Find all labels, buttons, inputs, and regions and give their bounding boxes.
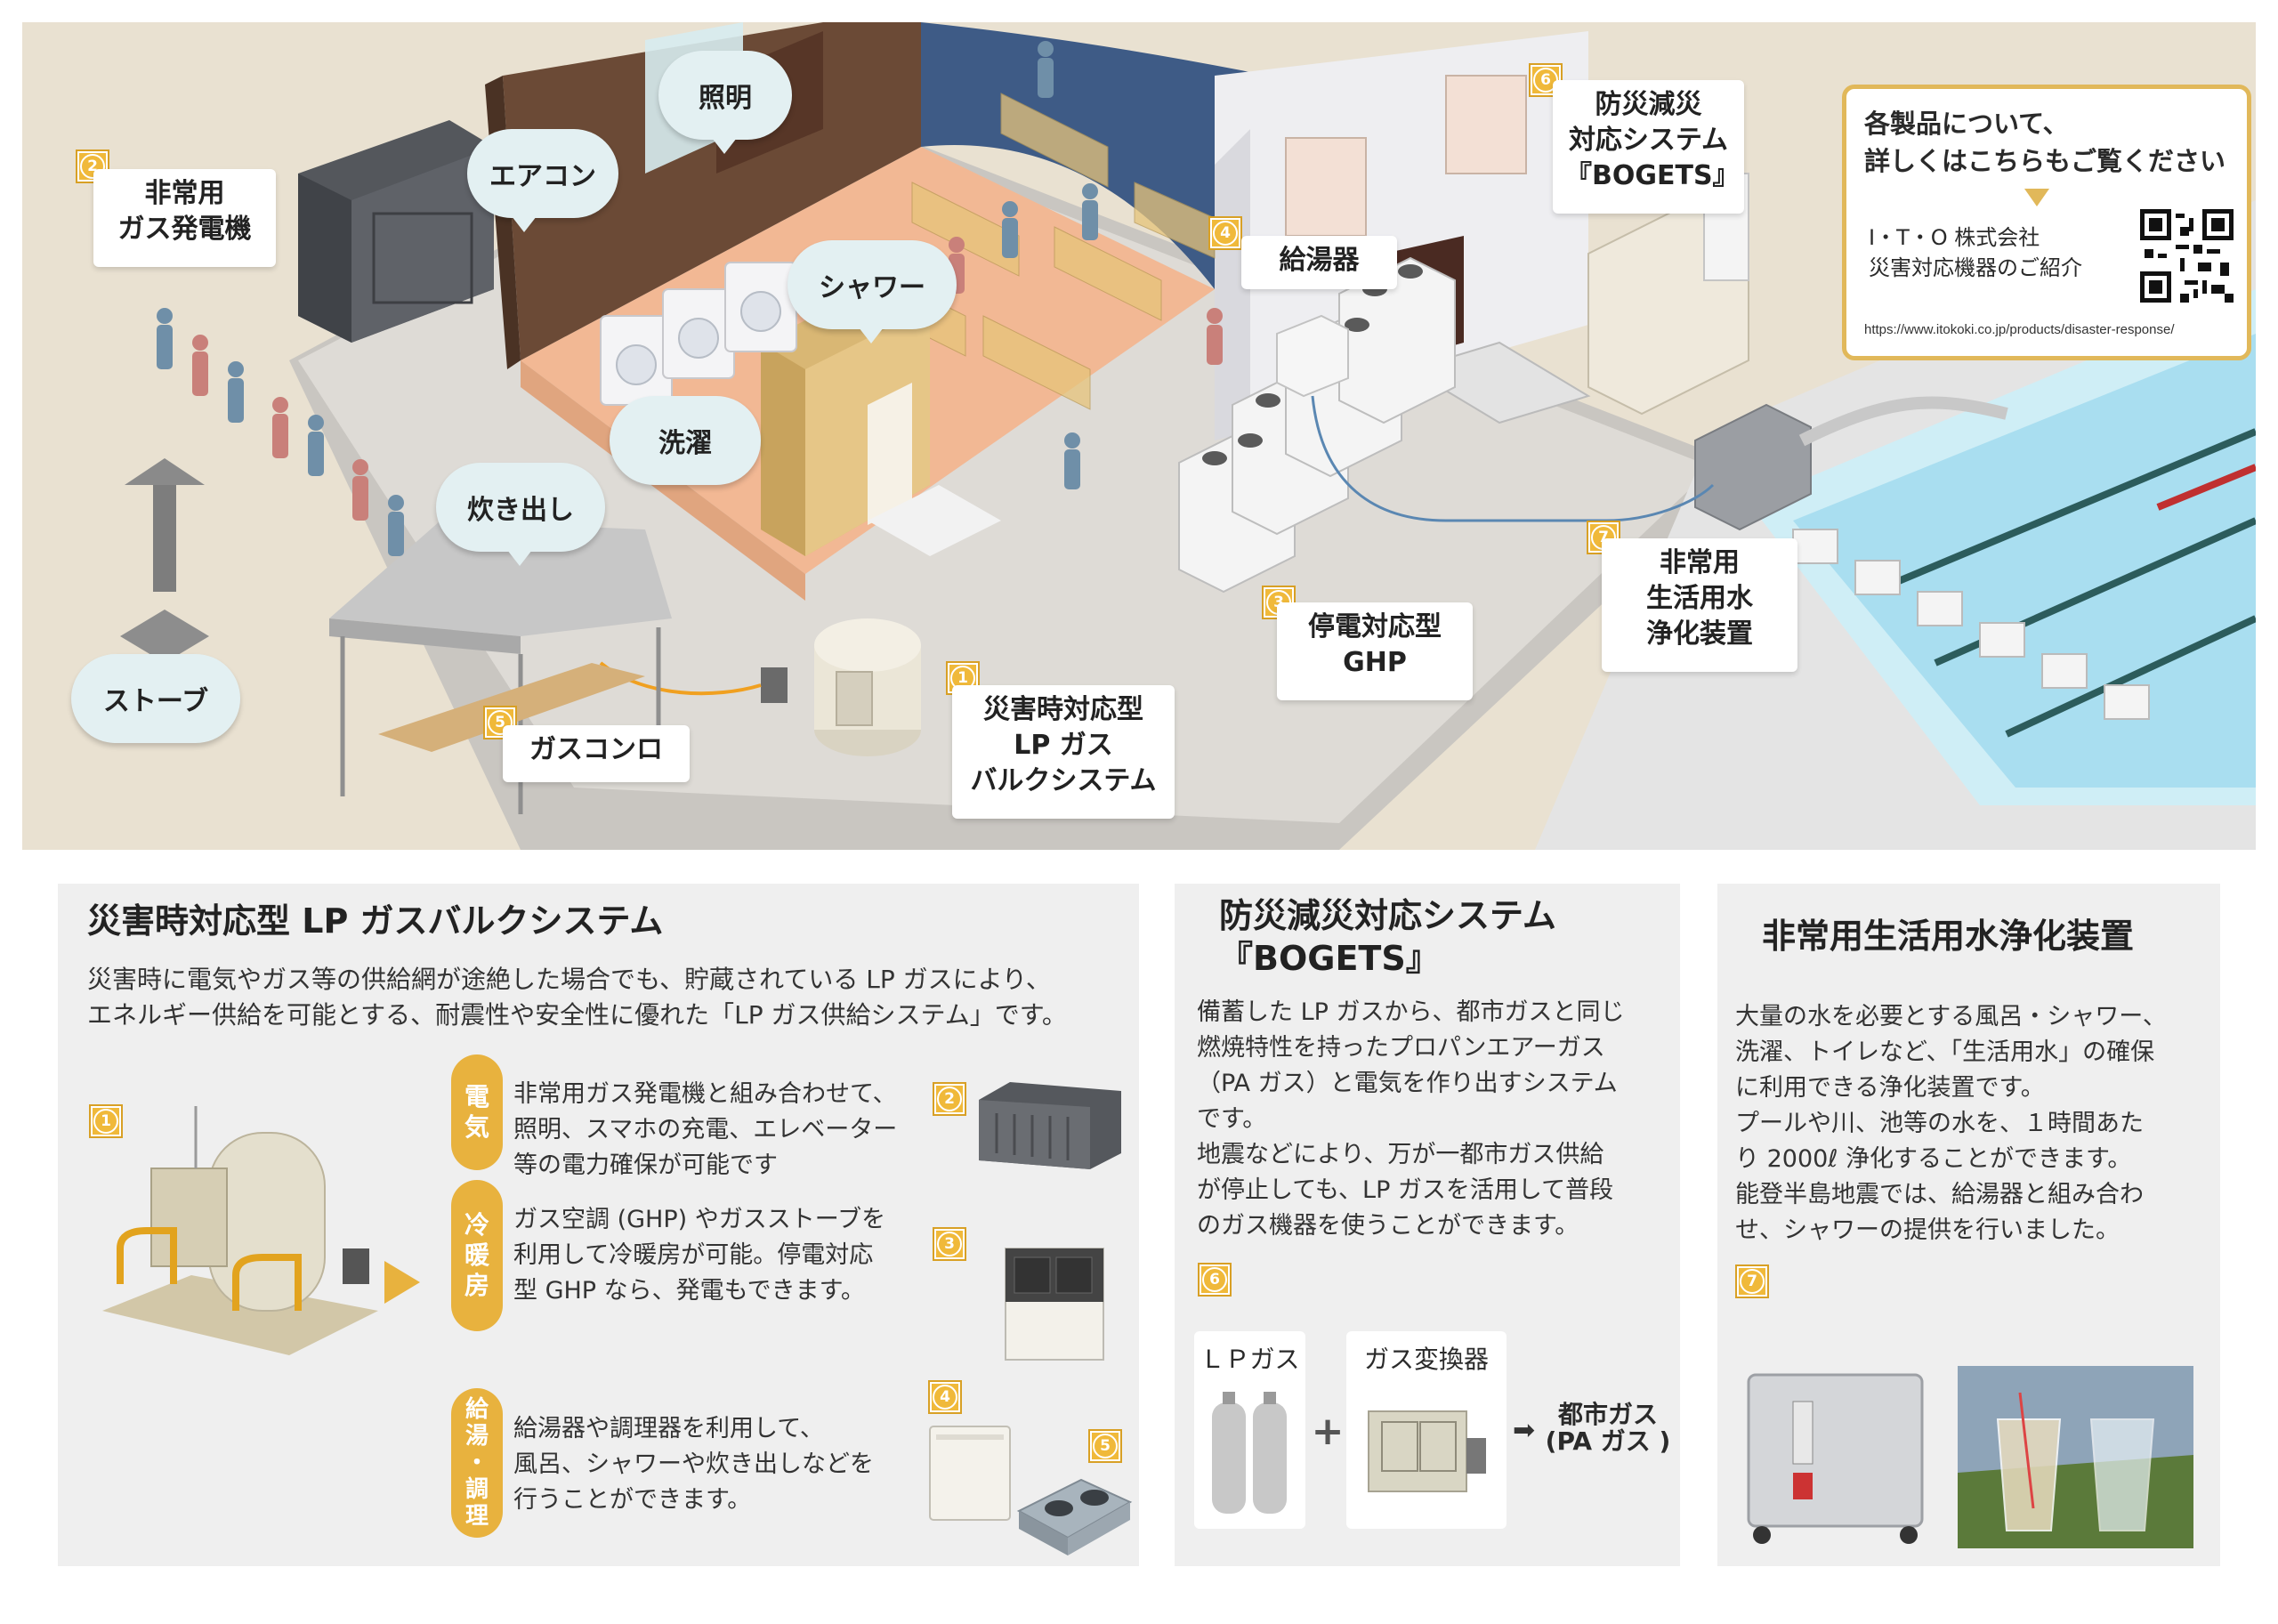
lp-bulk-label: 災害時対応型 LP ガス バルクシステム [952, 685, 1175, 819]
lp-gas-card: ＬＰガス [1194, 1331, 1305, 1529]
electricity-text: 非常用ガス発電機と組み合わせて、 照明、スマホの充電、エレベーター 等の電力確保… [513, 1080, 898, 1179]
arrow-right-icon: ➡ [1513, 1415, 1536, 1446]
water-comparison-photo [1958, 1366, 2193, 1548]
stove-bubble-text: ストーブ [102, 686, 209, 717]
label-number-2: 2 [77, 151, 108, 182]
panel1-number-2: 2 [934, 1084, 965, 1114]
gas-stove-label: ガスコンロ [503, 725, 690, 782]
info-company[interactable]: I・T・O 株式会社 災害対応機器のご紹介 [1869, 225, 2082, 280]
ghp-label: 停電対応型 GHP [1277, 602, 1473, 700]
down-triangle-icon [2024, 189, 2049, 206]
label-number-4: 4 [1210, 218, 1240, 248]
generator-label: 非常用 ガス発電機 [93, 169, 276, 267]
panel2-body: 備蓄した LP ガスから、都市ガスと同じ 燃焼特性を持ったプロパンエアーガス （… [1197, 998, 1625, 1240]
panel1-title: 災害時対応型 LP ガスバルクシステム [87, 901, 664, 941]
bubble-tail [859, 327, 884, 343]
bubble-tail [507, 550, 532, 566]
gas-converter-label: ガス変換器 [1363, 1345, 1489, 1374]
gas-converter-card: ガス変換器 [1346, 1331, 1507, 1529]
panel1-number-5: 5 [1090, 1431, 1120, 1461]
water-heater-label: 給湯器 [1241, 236, 1397, 289]
cooking-bubble: 炊き出し [436, 463, 605, 566]
laundry-bubble: 洗濯 [610, 396, 761, 485]
info-heading: 各製品について、 詳しくはこちらもご覧ください [1864, 109, 2226, 176]
electricity-pill: 電 気 [451, 1054, 503, 1170]
lighting-bubble: 照明 [658, 51, 792, 154]
heating-cooling-text: ガス空調 (GHP) やガスストーブを 利用して冷暖房が可能。停電対応 型 GH… [513, 1206, 886, 1305]
plus-sign: + [1311, 1409, 1345, 1454]
water-purifier-panel: 非常用生活用水浄化装置 大量の水を必要とする風呂・シャワー、 洗濯、トイレなど、… [1717, 884, 2220, 1566]
bubble-tail [512, 216, 537, 232]
gas-stove-image [1016, 1478, 1133, 1555]
water-purifier-image [1747, 1373, 1924, 1544]
right-arrow-icon [384, 1261, 420, 1304]
ghp-unit-image [1005, 1248, 1104, 1361]
water-heater-image [929, 1426, 1011, 1521]
lp-bulk-system-panel: 災害時対応型 LP ガスバルクシステム 災害時に電気やガス等の供給網が途絶した場… [58, 884, 1139, 1566]
panel1-number-4: 4 [930, 1382, 960, 1412]
bogets-label: 防災減災 対応システム 『BOGETS』 [1553, 80, 1744, 214]
evacuation-scene-illustration: 照明 エアコン シャワー 洗濯 炊き出し ストーブ 2 非常用 ガス発電機 4 … [22, 22, 2256, 850]
shower-bubble-text: シャワー [819, 272, 925, 303]
stove-bubble: ストーブ [71, 654, 240, 743]
panel3-title: 非常用生活用水浄化装置 [1762, 917, 2135, 956]
cooking-bubble-text: 炊き出し [467, 495, 574, 526]
info-url-link[interactable]: https://www.itokoki.co.jp/products/disas… [1864, 322, 2175, 337]
lp-bulk-tank-image [102, 1106, 378, 1355]
panel1-number-1: 1 [91, 1106, 121, 1136]
aircon-bubble-text: エアコン [489, 161, 596, 192]
lp-gas-label: ＬＰガス [1200, 1345, 1300, 1374]
product-info-box: 各製品について、 詳しくはこちらもご覧ください I・T・O 株式会社 災害対応機… [1842, 85, 2251, 360]
city-gas-result: 都市ガス (PA ガス ) [1545, 1400, 1671, 1456]
bogets-panel: 防災減災対応システム 『BOGETS』 備蓄した LP ガスから、都市ガスと同じ… [1175, 884, 1680, 1566]
panel1-number-3: 3 [934, 1229, 965, 1259]
panel2-title: 防災減災対応システム 『BOGETS』 [1219, 896, 1556, 978]
shower-bubble: シャワー [788, 240, 957, 343]
generator-image [979, 1082, 1121, 1169]
gas-converter-icon [1368, 1410, 1486, 1492]
panel3-number-7: 7 [1737, 1266, 1767, 1297]
gas-cylinder-icon [1212, 1392, 1287, 1514]
panel3-body: 大量の水を必要とする風呂・シャワー、 洗濯、トイレなど、「生活用水」の確保 に利… [1735, 1003, 2167, 1244]
panel2-number-6: 6 [1200, 1264, 1230, 1295]
aircon-bubble: エアコン [467, 129, 618, 232]
laundry-bubble-text: 洗濯 [658, 428, 712, 459]
panel1-intro: 災害時に電気やガス等の供給網が途絶した場合でも、貯蔵されている LP ガスにより… [87, 965, 1067, 1030]
water-purifier-label: 非常用 生活用水 浄化装置 [1602, 538, 1797, 672]
hot-water-cooking-pill: 給 湯 ・ 調 理 [451, 1388, 503, 1538]
qr-code-icon[interactable] [2140, 209, 2234, 303]
lighting-bubble-text: 照明 [699, 83, 752, 114]
bubble-tail [712, 138, 737, 154]
heating-cooling-pill: 冷 暖 房 [451, 1180, 503, 1331]
hot-water-cooking-text: 給湯器や調理器を利用して、 風呂、シャワーや炊き出しなどを 行うことができます。 [513, 1415, 874, 1514]
